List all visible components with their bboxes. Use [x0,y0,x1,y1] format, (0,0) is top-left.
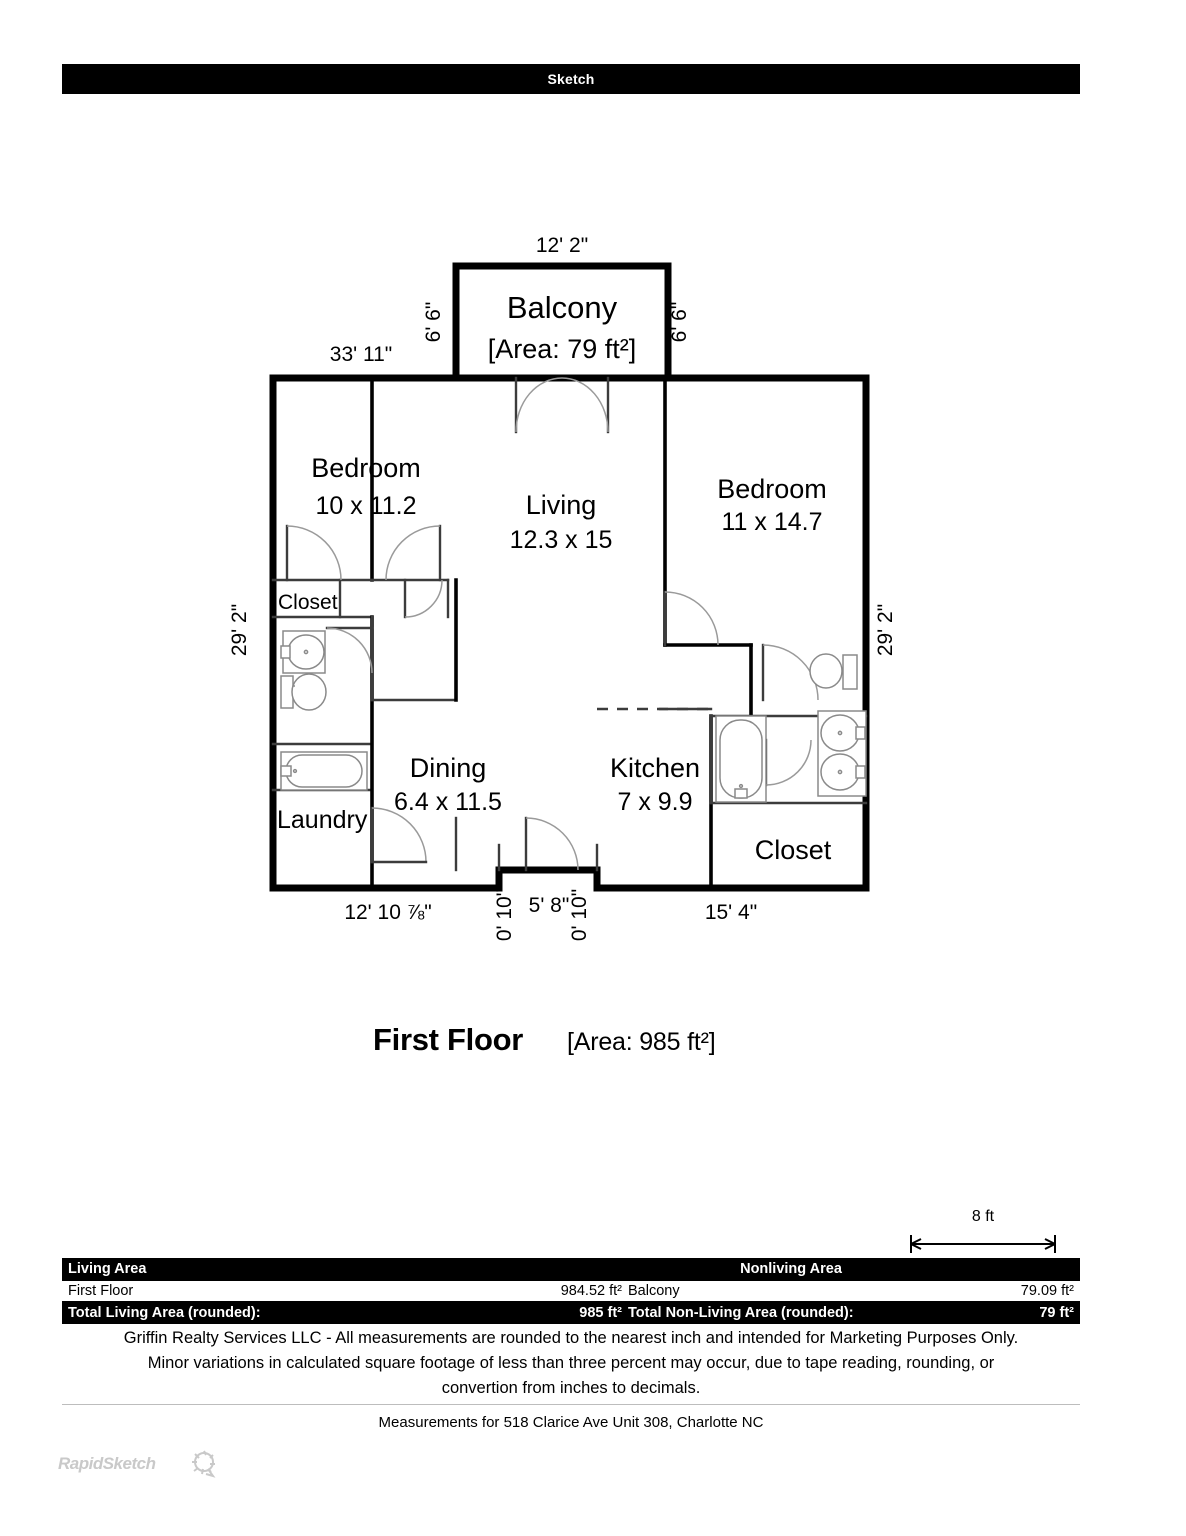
page-title: Sketch [547,71,595,87]
room-label-dining-name: Dining [410,753,487,783]
disclaimer-line-3: convertion from inches to decimals. [441,1379,701,1397]
summary-total-row: Total Living Area (rounded): 985 ft² Tot… [62,1302,1080,1324]
scale-bar-label: 8 ft [971,1208,995,1225]
gear-icon [192,1450,216,1478]
dim-balcony-right: 6' 6" [668,302,691,343]
summary-total-living-label: Total Living Area (rounded): [68,1305,261,1321]
room-label-bedroom1-name: Bedroom [311,453,421,483]
floor-caption: First Floor [Area: 985 ft²] [373,1022,716,1058]
rapidsketch-watermark: RapidSketch [58,1449,223,1479]
summary-living-value: 984.52 ft² [560,1283,622,1299]
room-label-balcony-area: [Area: 79 ft²] [488,334,637,364]
room-label-kitchen-name: Kitchen [610,753,700,783]
disclaimer-line-1: Griffin Realty Services LLC - All measur… [123,1329,1019,1347]
room-label-bedroom2-name: Bedroom [717,474,827,504]
summary-nonliving-label: Balcony [628,1283,680,1299]
disclaimer-text: Griffin Realty Services LLC - All measur… [62,1326,1080,1401]
dim-top-main: 33' 11" [330,343,392,366]
room-label-living-name: Living [526,490,597,520]
dim-balcony-left: 6' 6" [422,302,445,343]
dim-bottom-mid: 5' 8" [529,894,570,917]
floor-name: First Floor [373,1022,523,1057]
dim-bottom-right: 15' 4" [705,901,757,924]
summary-living-label: First Floor [68,1283,134,1299]
measurements-for-text: Measurements for 518 Clarice Ave Unit 30… [378,1414,764,1431]
area-summary-table: Living Area Nonliving Area First Floor 9… [62,1258,1080,1324]
room-label-bedroom2-dims: 11 x 14.7 [721,508,822,536]
summary-header-living: Living Area [68,1261,147,1277]
footer-divider [62,1404,1080,1405]
page-title-bar: Sketch [62,64,1080,94]
floor-area: [Area: 985 ft²] [566,1028,716,1056]
dim-bottom-jog-right: 0' 10" [568,889,591,941]
dim-bottom-left: 12' 10 ⅞" [344,901,431,924]
room-label-bedroom1-dims: 10 x 11.2 [315,492,416,520]
scale-bar: 8 ft [903,1208,1063,1254]
dim-right-main: 29' 2" [874,604,897,656]
floor-plan-drawing: .wall { fill:none; stroke:#000; stroke-w… [228,234,897,941]
room-label-closet1: Closet [278,591,338,614]
watermark-label: RapidSketch [58,1454,156,1473]
summary-total-nonliving-value: 79 ft² [1039,1305,1074,1321]
summary-total-living-value: 985 ft² [579,1305,622,1321]
summary-body-row: First Floor 984.52 ft² Balcony 79.09 ft² [62,1280,1080,1302]
dim-balcony-top: 12' 2" [536,234,588,257]
dim-bottom-jog-left: 0' 10" [493,889,516,941]
disclaimer-line-2: Minor variations in calculated square fo… [147,1354,995,1372]
room-label-laundry: Laundry [277,806,368,834]
room-label-dining-dims: 6.4 x 11.5 [394,788,502,816]
room-label-balcony-name: Balcony [507,290,618,325]
summary-header-nonliving: Nonliving Area [740,1261,842,1277]
summary-total-nonliving-label: Total Non-Living Area (rounded): [628,1305,854,1321]
dim-left-main: 29' 2" [228,604,251,656]
room-label-closet2: Closet [755,835,832,865]
summary-nonliving-value: 79.09 ft² [1020,1283,1074,1299]
room-label-kitchen-dims: 7 x 9.9 [617,788,692,816]
summary-header-row: Living Area Nonliving Area [62,1258,1080,1280]
room-label-living-dims: 12.3 x 15 [510,526,613,554]
